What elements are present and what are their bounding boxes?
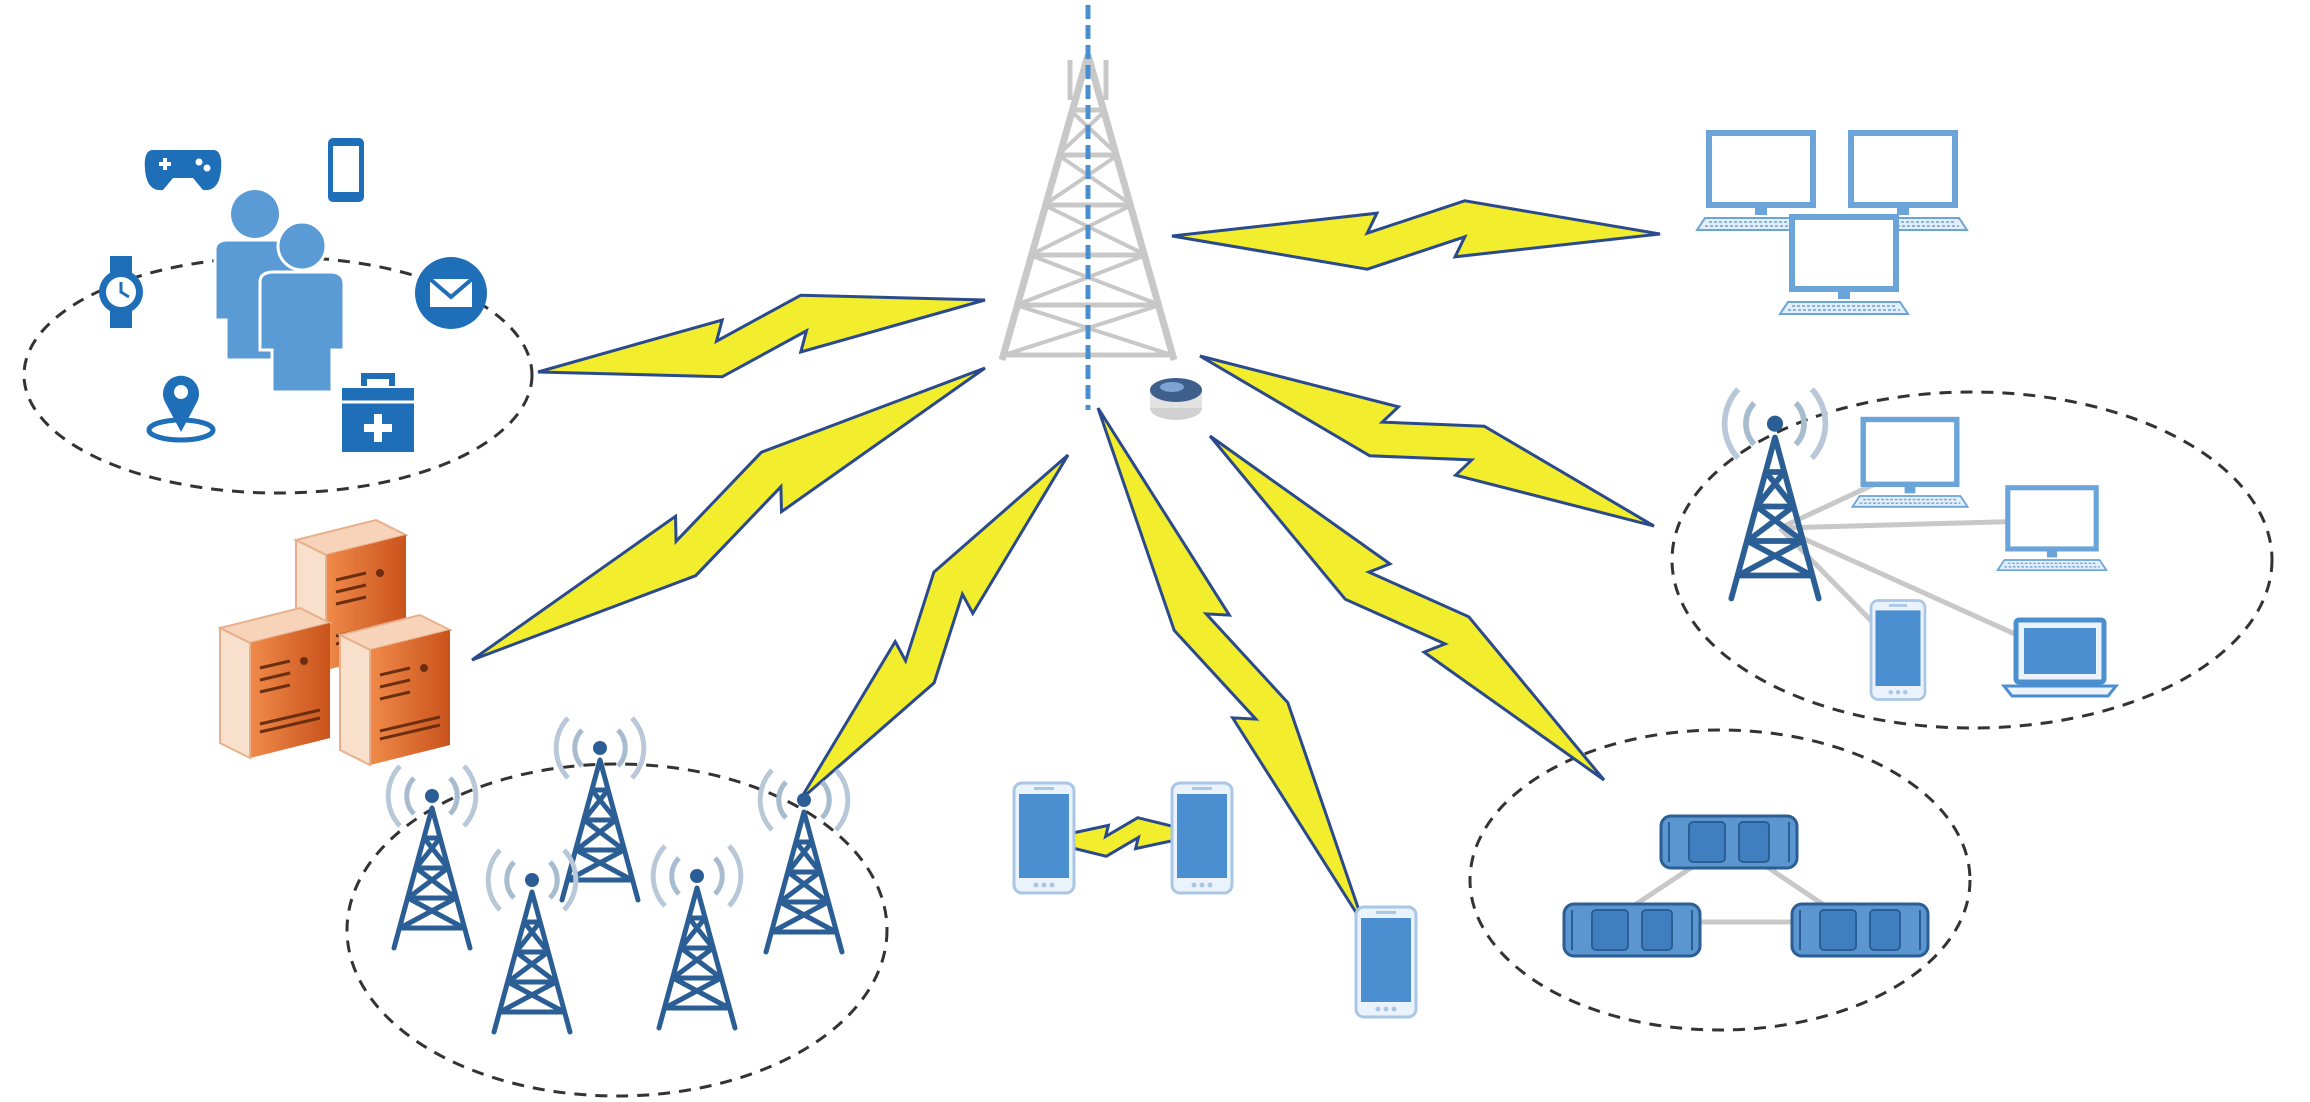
car-icon bbox=[1790, 902, 1930, 958]
link-server-cluster bbox=[471, 366, 986, 662]
phone-icon bbox=[1012, 781, 1076, 895]
watch-icon bbox=[99, 256, 143, 328]
antenna-icon bbox=[760, 770, 848, 952]
antenna-icon bbox=[556, 718, 644, 900]
first-aid-icon bbox=[342, 373, 414, 452]
phone-icon bbox=[1170, 781, 1234, 895]
car-icon bbox=[1562, 902, 1702, 958]
server-cluster bbox=[218, 518, 452, 767]
small-cell-cluster-outline bbox=[1670, 390, 2274, 730]
vehicle-cluster-outline bbox=[1468, 728, 1972, 1032]
base-station-cluster-outline bbox=[345, 762, 889, 1098]
sensor-icon bbox=[1150, 378, 1202, 420]
central-tower-icon bbox=[998, 5, 1178, 410]
link-smartphone bbox=[1096, 407, 1366, 926]
location-pin-icon bbox=[146, 375, 216, 443]
link-base-station-cluster bbox=[798, 453, 1070, 802]
desktop-icon bbox=[1780, 217, 1908, 314]
mail-icon bbox=[415, 257, 487, 329]
phone-icon bbox=[328, 138, 364, 202]
car-icon bbox=[1659, 814, 1799, 870]
phone-icon bbox=[1354, 905, 1418, 1019]
desktop-computers bbox=[1697, 133, 1967, 314]
antenna-icon bbox=[653, 846, 741, 1028]
desktop-icon bbox=[1998, 488, 2107, 570]
link-vehicle-cluster bbox=[1208, 434, 1606, 782]
link-wearable-users-cluster bbox=[537, 293, 986, 379]
wireless-links bbox=[471, 199, 1661, 926]
antenna-icon bbox=[1725, 389, 1826, 598]
link-desktop-computers bbox=[1171, 199, 1661, 271]
gamepad-icon bbox=[144, 149, 222, 191]
desktop-icon bbox=[1852, 420, 1967, 507]
phone-icon bbox=[1869, 599, 1927, 701]
base-station-cluster bbox=[388, 718, 848, 1032]
vehicle-cluster bbox=[1562, 814, 1930, 958]
small-cell-cluster bbox=[1725, 389, 2116, 701]
server-icon bbox=[338, 613, 452, 767]
link-small-cell-cluster bbox=[1199, 354, 1655, 528]
laptop-icon bbox=[2004, 620, 2116, 696]
users-icon bbox=[213, 190, 346, 394]
server-icon bbox=[218, 606, 332, 760]
antenna-icon bbox=[488, 850, 576, 1032]
